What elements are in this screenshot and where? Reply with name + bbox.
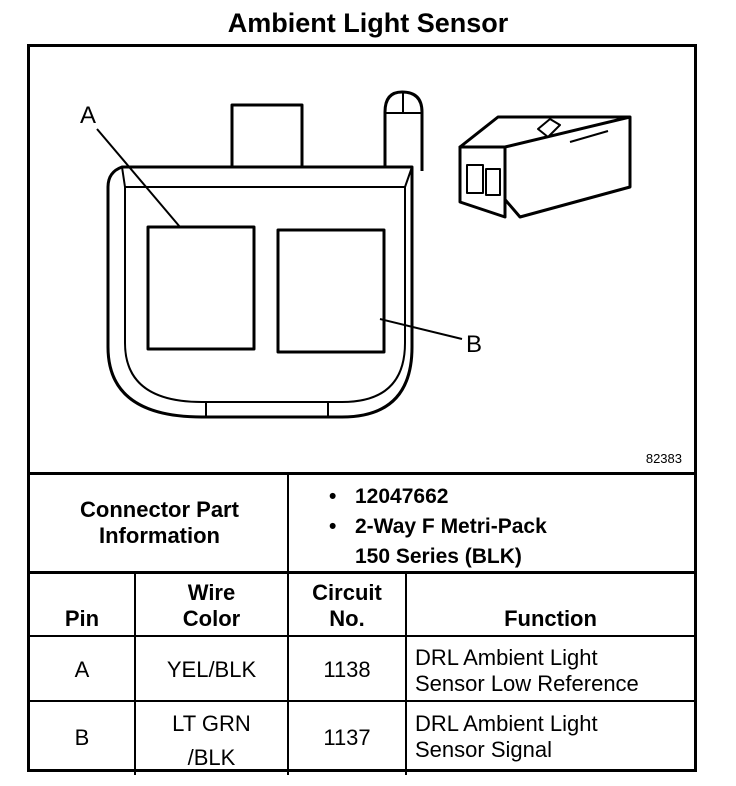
callout-b-label: B xyxy=(466,331,482,358)
header-circuit: Circuit No. xyxy=(289,580,405,632)
pin-column-divider xyxy=(134,573,136,775)
connector-end-view-sheet: A B 82383 Connector Part Information 120… xyxy=(27,44,697,775)
connector-body-flange xyxy=(121,166,413,188)
row-a-pin: A xyxy=(74,657,90,682)
wire-column-divider xyxy=(287,573,289,775)
connector-body-inner xyxy=(124,186,406,403)
row-divider xyxy=(30,700,694,702)
callout-b-leader xyxy=(379,318,463,340)
row-a-function-line2: Sensor Low Reference xyxy=(415,671,639,696)
connector-drawing: A B xyxy=(80,90,632,419)
connector-description-line2: 150 Series (BLK) xyxy=(355,545,522,568)
connector-bottom-key xyxy=(205,402,329,417)
callout-a-label: A xyxy=(80,102,96,129)
connector-info-values: 12047662 2-Way F Metri-Pack 150 Series (… xyxy=(329,482,547,572)
header-pin: Pin xyxy=(64,606,100,631)
header-circuit-line1: Circuit xyxy=(312,580,382,605)
connector-lock-tab xyxy=(383,90,424,171)
row-b-pin: B xyxy=(74,725,90,750)
header-function: Function xyxy=(504,606,597,631)
row-b-wire-color-line1: LT GRN xyxy=(172,711,251,736)
row-b-function-line2: Sensor Signal xyxy=(415,737,552,762)
row-b-wire-color-line2: /BLK xyxy=(187,745,236,770)
header-wire-color: Wire Color xyxy=(136,580,287,632)
page-title: Ambient Light Sensor xyxy=(227,8,509,38)
connector-info-label-line2: Information xyxy=(99,523,220,548)
header-divider xyxy=(30,635,694,637)
connector-diagram: A B 82383 xyxy=(30,47,694,473)
connector-3d-view xyxy=(458,115,632,219)
callout-a-leader xyxy=(96,128,181,228)
header-wire-color-line1: Wire xyxy=(187,580,236,605)
header-wire-color-line2: Color xyxy=(182,606,241,631)
row-a-function-line1: DRL Ambient Light xyxy=(415,645,598,670)
row-a-circuit: 1138 xyxy=(323,657,371,682)
figure-number: 82383 xyxy=(645,451,682,466)
row-b-function: DRL Ambient Light Sensor Signal xyxy=(415,711,598,763)
cavity-b xyxy=(276,228,386,354)
connector-body-outline xyxy=(106,165,414,419)
row-b-function-line1: DRL Ambient Light xyxy=(415,711,598,736)
row-b-wire-color: LT GRN /BLK xyxy=(136,707,287,775)
diagram-divider xyxy=(30,472,694,475)
row-b-circuit: 1137 xyxy=(323,725,371,750)
part-number: 12047662 xyxy=(329,482,547,512)
connector-info-label-line1: Connector Part xyxy=(80,497,239,522)
info-column-divider xyxy=(287,474,289,572)
info-divider xyxy=(30,571,694,574)
connector-description-line1: 2-Way F Metri-Pack xyxy=(329,512,547,542)
header-circuit-line2: No. xyxy=(329,606,365,631)
circuit-column-divider xyxy=(405,573,407,775)
connector-latch xyxy=(230,103,304,169)
cavity-a xyxy=(146,225,256,351)
row-a-wire-color: YEL/BLK xyxy=(166,657,257,682)
connector-info-label: Connector Part Information xyxy=(30,497,289,549)
row-a-function: DRL Ambient Light Sensor Low Reference xyxy=(415,645,639,697)
